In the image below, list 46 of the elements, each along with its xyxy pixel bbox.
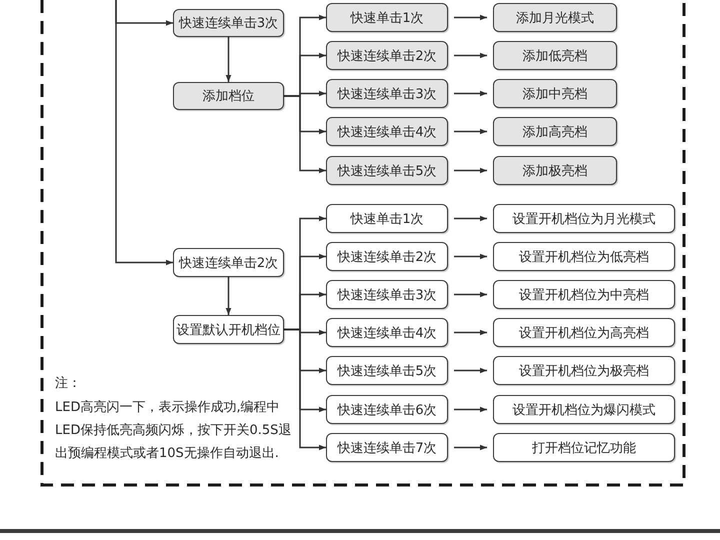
process-box: 添加极亮档 [493, 156, 617, 185]
process-box: 设置开机档位为高亮档 [493, 318, 675, 347]
process-box: 添加低亮档 [493, 41, 617, 70]
process-box: 设置开机档位为中亮档 [493, 280, 675, 309]
arrow [454, 14, 487, 20]
process-box: 设置开机档位为月光模式 [493, 204, 675, 233]
process-box: 快速单击1次 [326, 3, 448, 32]
process-box: 设置默认开机档位 [173, 315, 284, 344]
process-box: 快速单击1次 [326, 204, 448, 233]
arrow [454, 292, 487, 298]
arrow [454, 330, 487, 336]
process-box: 添加档位 [173, 82, 284, 110]
note-text: LED高亮闪一下，表示操作成功,编程中LED保持低亮高频闪烁，按下开关0.5S退出预编程模式或者10S无操作自动退出. [55, 399, 292, 463]
arrow [454, 52, 487, 58]
arrow [284, 95, 326, 174]
process-box: 添加月光模式 [493, 3, 617, 32]
process-box: 快速连续单击6次 [326, 395, 448, 424]
process-box: 快速连续单击2次 [326, 41, 448, 70]
process-box: 快速连续单击2次 [173, 248, 284, 277]
note-heading: 注： [55, 375, 81, 393]
process-box: 打开档位记忆功能 [493, 433, 675, 462]
arrow [226, 37, 232, 82]
process-box: 设置开机档位为极亮档 [493, 356, 675, 385]
arrow [454, 254, 487, 260]
arrow [115, 0, 173, 266]
process-box: 快速连续单击5次 [326, 356, 448, 385]
arrow [454, 168, 487, 174]
process-box: 快速连续单击2次 [326, 242, 448, 271]
arrow [454, 444, 487, 450]
process-box: 快速连续单击4次 [326, 117, 448, 146]
process-box: 添加中亮档 [493, 79, 617, 108]
process-box: 快速连续单击3次 [173, 9, 284, 37]
process-box: 快速连续单击7次 [326, 433, 448, 462]
process-box: 快速连续单击5次 [326, 156, 448, 185]
process-box: 设置开机档位为低亮档 [493, 242, 675, 271]
arrow [226, 277, 232, 315]
arrow [454, 216, 487, 222]
arrow [454, 406, 487, 412]
process-box: 快速连续单击4次 [326, 318, 448, 347]
arrow [454, 128, 487, 134]
process-box: 设置开机档位为爆闪模式 [493, 395, 675, 424]
process-box: 快速连续单击3次 [326, 79, 448, 108]
process-box: 添加高亮档 [493, 117, 617, 146]
arrow [454, 368, 487, 374]
arrow [454, 90, 487, 96]
process-box: 快速连续单击3次 [326, 280, 448, 309]
